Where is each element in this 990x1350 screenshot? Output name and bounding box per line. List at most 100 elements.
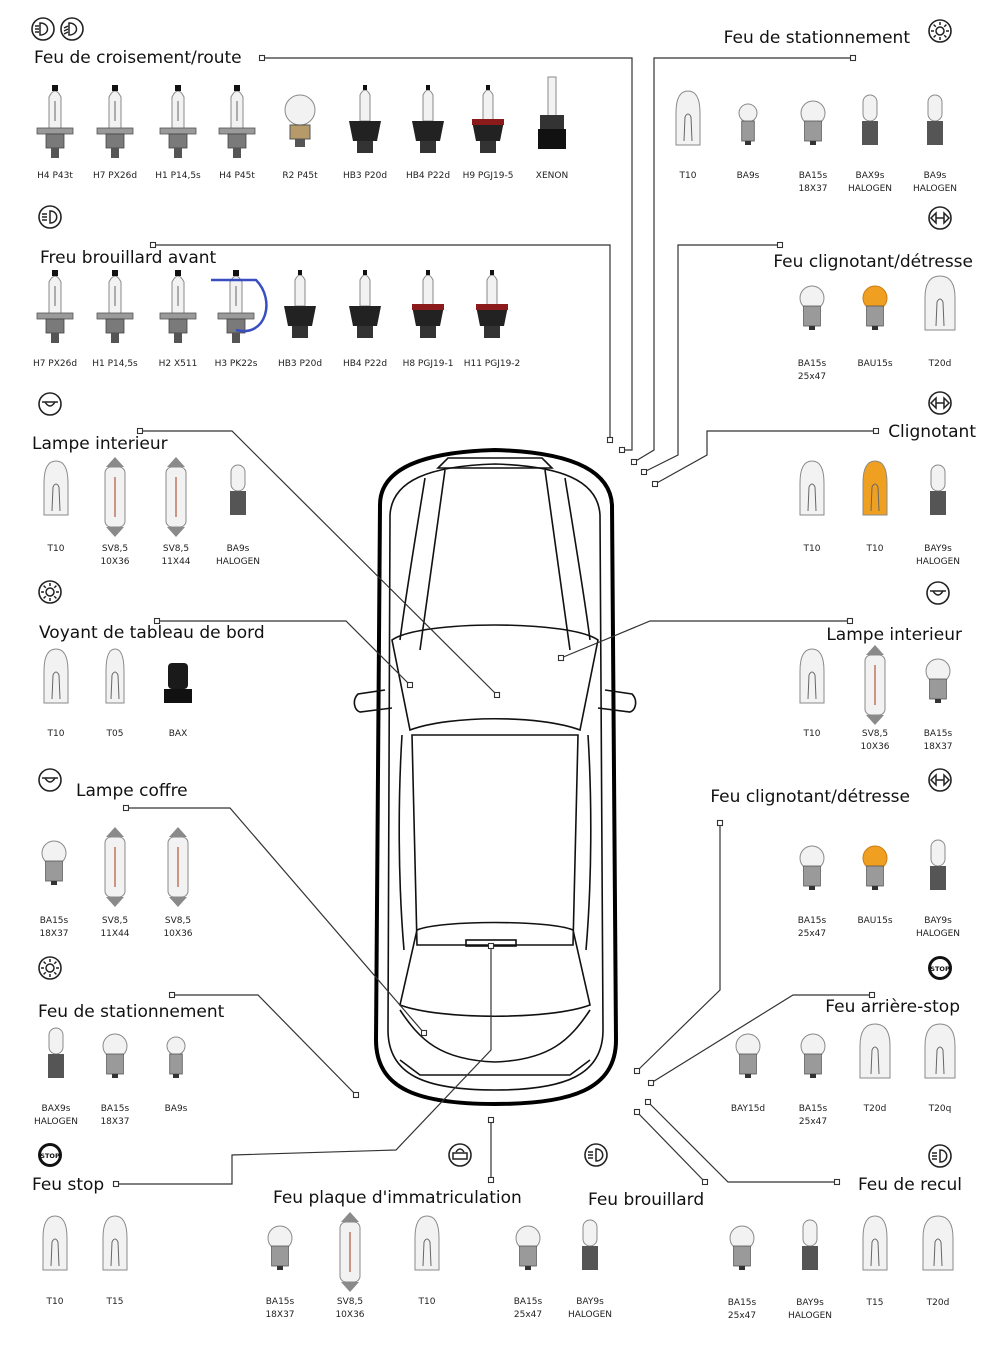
bulb-label: 25x47: [728, 1311, 756, 1321]
leader-terminal: [620, 448, 625, 453]
bulb-label: T20d: [928, 359, 952, 369]
car-outline-part: [399, 735, 404, 950]
bulb-label: T10: [418, 1297, 436, 1307]
bulb-hb: [349, 270, 381, 338]
car-outline-part: [388, 464, 603, 1090]
bulb-label: H1 P14,5s: [92, 359, 138, 369]
bulb-wedge: [44, 649, 68, 703]
bulb-wedge: [800, 649, 824, 703]
front-fog-light-icon: [39, 206, 61, 228]
bulb-label: BAU15s: [857, 916, 892, 926]
bulb-label: H9 PGJ19-5: [463, 171, 514, 181]
bulb-label: SV8,5: [102, 544, 128, 554]
bulb-label: 11X44: [161, 557, 190, 567]
group-title: Feu plaque d'immatriculation: [273, 1188, 522, 1208]
bulb-label: H1 P14,5s: [155, 171, 201, 181]
bulb-label: T20d: [926, 1298, 950, 1308]
car-outline-part: [420, 470, 445, 650]
interior-lamp-icon: [39, 393, 61, 415]
group-feu-stationnement-gauche: Feu de stationnementBAX9sHALOGENBA15s18X…: [34, 957, 225, 1127]
bulb-h3: [211, 270, 266, 343]
bulb-label: T05: [106, 729, 124, 739]
bulb-label: HB3 P20d: [278, 359, 322, 369]
bulb-wedge: [676, 91, 700, 145]
bulb-label: HALOGEN: [216, 557, 260, 567]
bulb-bayonet: [268, 1226, 292, 1270]
bulb-label: HALOGEN: [916, 557, 960, 567]
car-outline-part: [392, 625, 598, 730]
leader-terminal: [260, 56, 265, 61]
bulb-label: SV8,5: [862, 729, 888, 739]
bulb-wedge: [863, 1216, 887, 1270]
bulb-label: H2 X511: [159, 359, 198, 369]
leader-terminal: [835, 1180, 840, 1185]
bulb-festoon: [166, 457, 186, 537]
bulb-halogen-small: [582, 1220, 598, 1270]
group-lampe-coffre: Lampe coffreBA15s18X37SV8,511X44SV8,510X…: [39, 769, 193, 939]
bulb-label: 11X44: [100, 929, 129, 939]
car-outline-part: [400, 923, 590, 1017]
bulb-label: BA15s: [40, 916, 69, 926]
group-title: Feu arrière-stop: [825, 997, 960, 1017]
leader-terminal: [124, 806, 129, 811]
bulb-bayonet-small: [167, 1037, 185, 1078]
bulb-wedge-big: [923, 1216, 953, 1270]
car-outline-part: [438, 458, 552, 468]
bulb-label: BA15s: [798, 359, 827, 369]
bulb-label: T20d: [863, 1104, 887, 1114]
bulb-label: BAX: [169, 729, 188, 739]
bulb-bayonet: [800, 846, 824, 890]
bulb-label: H3 PK22s: [215, 359, 258, 369]
leader-terminal: [489, 944, 494, 949]
leader-terminal: [495, 693, 500, 698]
bulb-h2: [160, 270, 196, 343]
bulb-wedge-big: [925, 1024, 955, 1078]
bulb-label: BA15s: [101, 1104, 130, 1114]
bulb-label: BA15s: [514, 1297, 543, 1307]
parking-light-icon: [39, 957, 61, 979]
license-plate-light-icon: [449, 1144, 471, 1166]
group-title: Feu de recul: [858, 1175, 962, 1195]
bulb-label: 25x47: [798, 929, 826, 939]
bulb-label: H7 PX26d: [33, 359, 77, 369]
group-title: Feu clignotant/détresse: [710, 787, 910, 807]
bulb-label: H11 PGJ19-2: [464, 359, 521, 369]
leader-terminal: [559, 656, 564, 661]
bulb-label: 10X36: [335, 1310, 364, 1320]
group-title: Feu de stationnement: [724, 28, 911, 48]
car-outline-part: [354, 690, 392, 712]
group-feu-arriere-stop: Feu arrière-stopSTOPBAY15dBA15s25x47T20d…: [731, 956, 960, 1127]
reverse-light-icon: [929, 1145, 951, 1167]
stop-light-icon: STOP: [38, 1143, 62, 1167]
leader-terminal: [489, 1178, 494, 1183]
leader-terminal: [703, 1180, 708, 1185]
bulb-festoon: [105, 827, 125, 907]
bulb-halogen-small: [48, 1028, 64, 1078]
bulb-halogen-small: [930, 465, 946, 515]
bulb-bayonet: [801, 101, 825, 145]
bulb-label: BAY9s: [576, 1297, 604, 1307]
bulb-wedge-amber: [863, 461, 887, 515]
bulb-label: BAY15d: [731, 1104, 765, 1114]
bulb-label: T10: [46, 1297, 64, 1307]
leader-terminal: [649, 1081, 654, 1086]
bulb-xenon: [538, 77, 566, 149]
bulb-hb: [284, 270, 316, 338]
bulb-label: BAU15s: [857, 359, 892, 369]
bulb-label: T10: [803, 544, 821, 554]
bulb-festoon: [168, 827, 188, 907]
leader-terminal: [354, 1093, 359, 1098]
bulb-halogen-h7: [37, 270, 73, 343]
bulb-label: 18X37: [100, 1117, 129, 1127]
svg-text:STOP: STOP: [930, 965, 950, 973]
bulb-label: 25x47: [514, 1310, 542, 1320]
leader-terminal: [151, 243, 156, 248]
bulb-festoon: [865, 645, 885, 725]
bulb-label: BA15s: [924, 729, 953, 739]
leader-terminal: [851, 56, 856, 61]
